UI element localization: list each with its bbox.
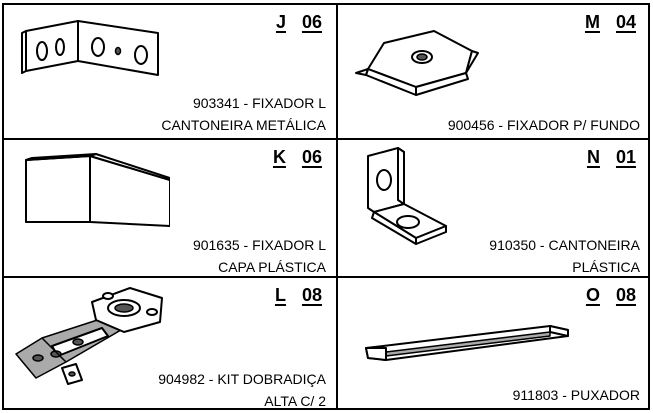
part-letter: J bbox=[275, 12, 286, 32]
part-code: J 06 bbox=[276, 12, 322, 33]
part-cell-k: K 06 901635 - FIXADOR L CAPA PLÁSTICA bbox=[4, 140, 336, 276]
part-quantity: 08 bbox=[301, 285, 322, 305]
part-cell-j: J 06 903341 - FIXADOR L CANTONEIRA METÁL… bbox=[4, 5, 336, 138]
row-divider bbox=[4, 138, 648, 140]
row-divider bbox=[4, 276, 648, 278]
part-code: K 06 bbox=[273, 147, 322, 168]
part-description: 904982 - KIT DOBRADIÇA ALTA C/ 2 bbox=[158, 371, 326, 409]
part-cell-o: O 08 911803 - PUXADOR bbox=[338, 278, 650, 408]
part-description: 901635 - FIXADOR L CAPA PLÁSTICA bbox=[192, 237, 326, 275]
part-description: 900456 - FIXADOR P/ FUNDO bbox=[447, 117, 640, 133]
handle-icon bbox=[365, 325, 569, 361]
part-letter: K bbox=[272, 147, 286, 167]
part-letter: N bbox=[586, 147, 600, 167]
part-quantity: 06 bbox=[301, 147, 322, 167]
angle-bracket-plastic-cap-icon bbox=[25, 153, 170, 227]
parts-table: J 06 903341 - FIXADOR L CANTONEIRA METÁL… bbox=[2, 3, 650, 410]
part-quantity: 06 bbox=[301, 12, 322, 32]
part-quantity: 01 bbox=[615, 147, 636, 167]
part-quantity: 08 bbox=[615, 285, 636, 305]
part-cell-n: N 01 910350 - CANTONEIRA PLÁSTICA bbox=[338, 140, 650, 276]
part-code: N 01 bbox=[587, 147, 636, 168]
part-letter: O bbox=[585, 285, 600, 305]
part-code: L 08 bbox=[275, 285, 322, 306]
part-cell-m: M 04 900456 - FIXADOR P/ FUNDO bbox=[338, 5, 650, 138]
hinge-kit-icon bbox=[15, 287, 163, 385]
part-description: 911803 - PUXADOR bbox=[512, 387, 640, 403]
part-letter: L bbox=[274, 285, 286, 305]
angle-bracket-metal-icon bbox=[21, 20, 159, 76]
part-quantity: 04 bbox=[615, 12, 636, 32]
part-description: 910350 - CANTONEIRA PLÁSTICA bbox=[489, 237, 640, 275]
back-fixer-plate-icon bbox=[355, 30, 479, 96]
part-description: 903341 - FIXADOR L CANTONEIRA METÁLICA bbox=[161, 95, 326, 133]
part-letter: M bbox=[584, 12, 600, 32]
part-cell-l: L 08 904982 - KIT DOBRADIÇA ALTA C/ 2 bbox=[4, 278, 336, 409]
plastic-corner-bracket-icon bbox=[367, 147, 447, 245]
part-code: O 08 bbox=[586, 285, 636, 306]
column-divider bbox=[336, 5, 338, 408]
part-code: M 04 bbox=[585, 12, 636, 33]
